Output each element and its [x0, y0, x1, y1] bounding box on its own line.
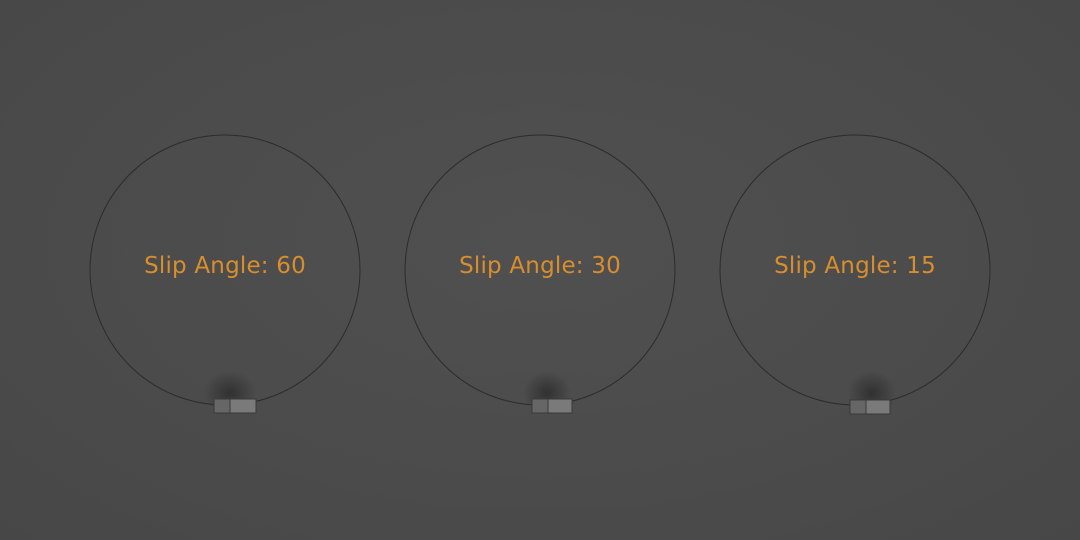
track-svg — [89, 134, 361, 415]
track-svg — [719, 134, 991, 415]
slip-angle-label: Slip Angle: 30 — [459, 253, 621, 279]
car-cab — [229, 398, 257, 414]
car-cab — [547, 398, 573, 414]
car — [849, 399, 891, 415]
drift-panel-15: Slip Angle: 15 — [719, 134, 991, 415]
car-body — [213, 398, 231, 414]
car — [213, 398, 257, 414]
car — [531, 398, 573, 414]
car-cab — [865, 399, 891, 415]
car-body — [849, 399, 867, 415]
car-body — [531, 398, 549, 414]
drift-panel-60: Slip Angle: 60 — [89, 134, 361, 415]
slip-angle-label: Slip Angle: 15 — [774, 253, 936, 279]
drift-panel-30: Slip Angle: 30 — [404, 134, 676, 415]
slip-angle-label: Slip Angle: 60 — [144, 253, 306, 279]
track-svg — [404, 134, 676, 415]
